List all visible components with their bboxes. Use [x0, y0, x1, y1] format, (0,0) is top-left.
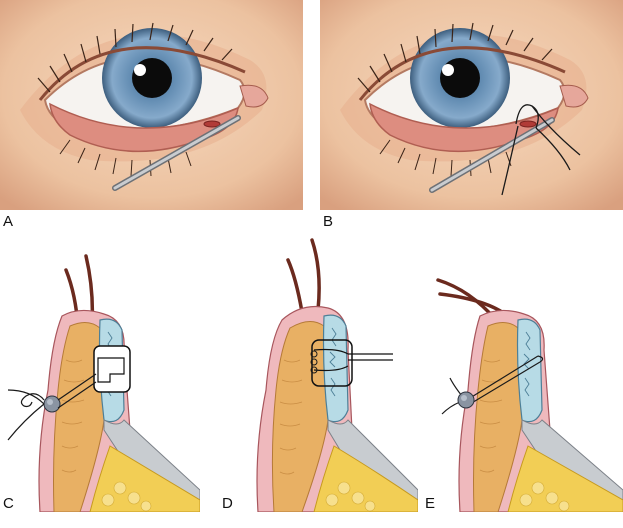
- iris-icon: [410, 28, 510, 128]
- eyelid-cross-section-d: [256, 238, 418, 512]
- panel-a: [0, 0, 303, 210]
- eye-illustration-b: [320, 0, 623, 210]
- suture-bolster-icon: [457, 391, 475, 409]
- panel-e: [420, 250, 623, 512]
- panel-label-a: A: [3, 213, 14, 230]
- eyelash-icon: [286, 238, 321, 314]
- panel-c: [0, 250, 200, 512]
- panel-label-c: C: [3, 495, 14, 512]
- panel-b: [320, 0, 623, 210]
- chalazion-clamp-icon: [93, 345, 131, 393]
- suture-thread-icon: [501, 104, 581, 196]
- iris-icon: [102, 28, 202, 128]
- needle-holder-icon: [311, 339, 393, 387]
- eyelid-cross-section-e: [436, 278, 623, 512]
- suture-bolster-icon: [43, 395, 61, 413]
- lacrimal-probe-icon: [429, 117, 555, 193]
- lacrimal-probe-icon: [112, 115, 241, 191]
- suture-thread-icon: [7, 373, 97, 441]
- eye-illustration-a: [0, 0, 303, 210]
- eyelid-cross-section-c: [7, 254, 200, 512]
- panel-d: [218, 230, 418, 512]
- panel-label-b: B: [323, 213, 334, 230]
- panel-label-d: D: [222, 495, 233, 512]
- panel-label-e: E: [425, 495, 436, 512]
- suture-thread-icon: [310, 350, 318, 374]
